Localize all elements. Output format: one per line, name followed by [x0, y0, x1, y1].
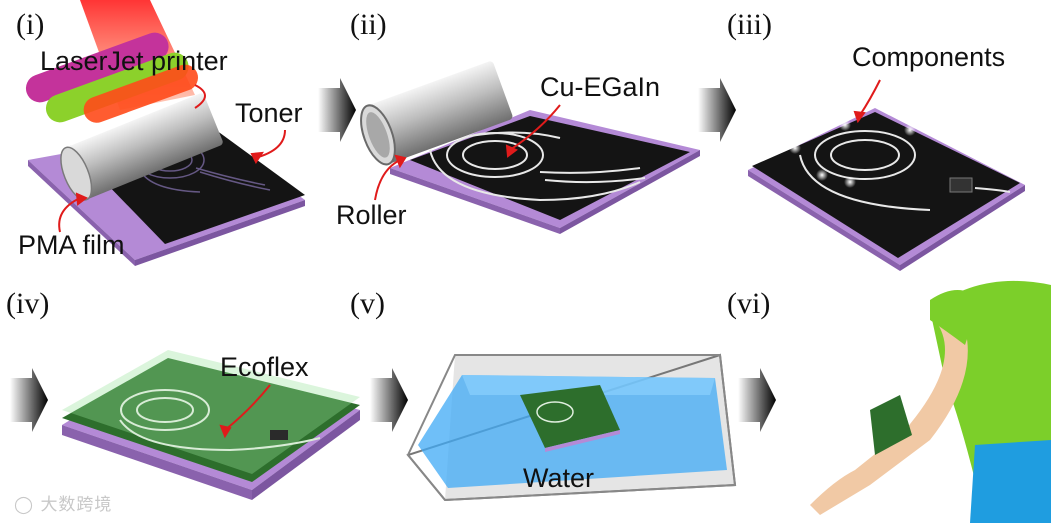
- laserjet-label: LaserJet printer: [40, 46, 228, 76]
- laser-beam-icon: [25, 0, 198, 123]
- watermark-text: 大数跨境: [40, 495, 113, 515]
- panel-1: [25, 0, 305, 266]
- panel-6: [810, 280, 1051, 523]
- roller-label: Roller: [336, 200, 407, 230]
- toner-label: Toner: [235, 98, 303, 128]
- floating-device: [520, 385, 620, 452]
- roller-icon: [60, 93, 223, 201]
- step-label-3: (iii): [727, 8, 772, 41]
- step-label-6: (vi): [727, 287, 771, 320]
- step-label-5: (v): [350, 287, 385, 320]
- process-arrow-icon: [698, 78, 736, 142]
- roller-icon: [360, 61, 513, 166]
- panel-3: [748, 79, 1025, 271]
- chip-icon: [270, 430, 288, 440]
- ecoflex-layer: [62, 358, 360, 482]
- panel-5: [406, 353, 737, 502]
- process-arrow-icon: [738, 368, 776, 432]
- panel-2: [360, 61, 700, 234]
- step-label-1: (i): [16, 8, 45, 41]
- pma-film-label: PMA film: [18, 230, 125, 260]
- chip-icon: [949, 177, 973, 193]
- watermark: ◯ 大数跨境: [14, 490, 112, 515]
- cu-egain-label: Cu-EGaIn: [540, 72, 661, 102]
- step-label-2: (ii): [350, 8, 387, 41]
- process-arrow-icon: [318, 78, 356, 142]
- ecoflex-label: Ecoflex: [220, 352, 309, 382]
- step-label-4: (iv): [6, 287, 50, 320]
- process-arrow-icon: [370, 368, 408, 432]
- watermark-icon: ◯: [14, 495, 35, 515]
- led-components: [789, 119, 916, 188]
- water-label: Water: [523, 463, 595, 493]
- panel-4: [62, 350, 360, 500]
- pants: [970, 440, 1051, 523]
- wearable-device: [870, 395, 912, 455]
- components-label: Components: [852, 42, 1006, 72]
- process-arrow-icon: [10, 368, 48, 432]
